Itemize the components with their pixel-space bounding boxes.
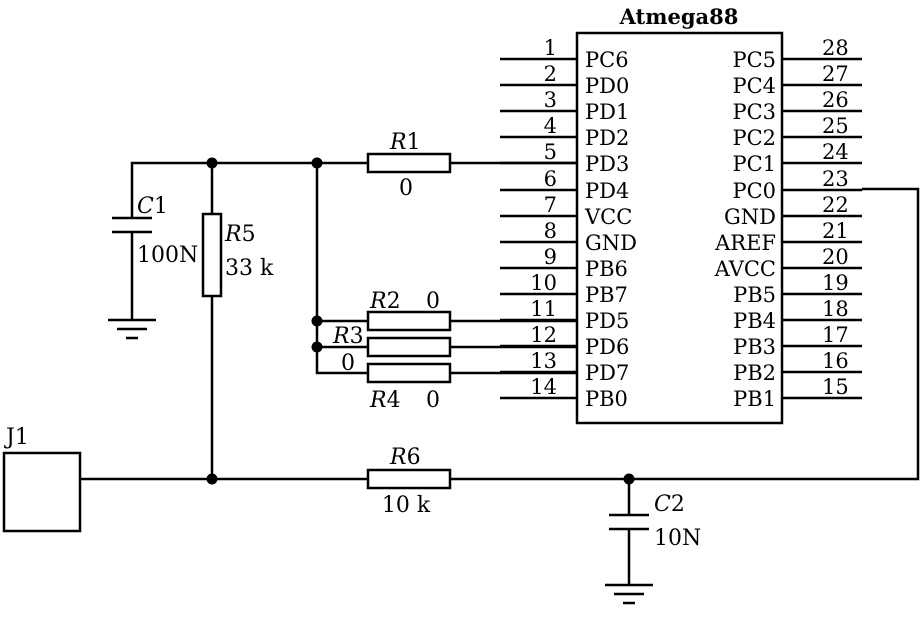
pin-name-1: PC6	[585, 48, 629, 72]
pin-number-28: 28	[822, 36, 849, 60]
pin-number-11: 11	[530, 297, 557, 321]
pin-name-25: PC2	[732, 126, 776, 150]
pin-number-1: 1	[544, 36, 557, 60]
pin-number-21: 21	[822, 219, 849, 243]
pin-number-17: 17	[822, 323, 849, 347]
pin-name-8: GND	[585, 231, 637, 255]
c2-value: 10N	[654, 526, 701, 551]
pin-number-23: 23	[822, 167, 849, 191]
pin-number-16: 16	[822, 349, 849, 373]
r6-value: 10 k	[382, 493, 431, 518]
resistor-r4	[366, 362, 452, 384]
pin-number-27: 27	[822, 62, 849, 86]
pin-name-15: PB1	[733, 387, 776, 411]
pin-name-10: PB7	[585, 283, 628, 307]
pin-name-28: PC5	[732, 48, 776, 72]
r1-value: 0	[399, 176, 413, 201]
pin-name-13: PD7	[585, 361, 629, 385]
pin-number-26: 26	[822, 88, 849, 112]
pin-name-3: PD1	[585, 100, 629, 124]
pin-number-13: 13	[530, 349, 557, 373]
pin-name-6: PD4	[585, 179, 629, 203]
junction-dot-r3	[311, 341, 323, 353]
pin-number-10: 10	[530, 271, 557, 295]
pin-name-14: PB0	[585, 387, 628, 411]
pin-number-18: 18	[822, 297, 849, 321]
chip-body	[575, 31, 784, 425]
pin-number-14: 14	[530, 375, 557, 399]
pin-name-19: PB5	[733, 283, 776, 307]
pin-number-5: 5	[544, 140, 557, 164]
pin-number-15: 15	[822, 375, 849, 399]
wire-bus-r2r3r4	[315, 163, 368, 375]
resistor-r6	[366, 468, 452, 490]
j1-label: J1	[4, 425, 29, 450]
c1-ground-symbol	[108, 318, 156, 340]
c2-ground-symbol	[605, 583, 653, 605]
pin-name-23: PC0	[732, 179, 776, 203]
pin-number-8: 8	[544, 219, 557, 243]
r4-ref: R4	[369, 388, 401, 413]
junction-dot-top-r5	[206, 157, 218, 169]
resistor-r1	[366, 152, 452, 174]
r6-ref: R6	[389, 445, 421, 470]
pin-name-16: PB2	[733, 361, 776, 385]
chip-title: Atmega88	[619, 4, 739, 29]
pin-number-19: 19	[822, 271, 849, 295]
pin-name-27: PC4	[732, 74, 776, 98]
r2-value: 0	[426, 289, 440, 314]
pin-name-17: PB3	[733, 335, 776, 359]
c1-value: 100N	[137, 243, 198, 268]
junction-dot-c2	[623, 473, 635, 485]
resistor-r5	[201, 212, 223, 298]
pin-number-6: 6	[544, 167, 557, 191]
pin-number-12: 12	[530, 323, 557, 347]
pin-name-21: AREF	[714, 231, 776, 255]
pin-name-26: PC3	[732, 100, 776, 124]
r2-ref: R2	[369, 289, 401, 314]
r1-ref: R1	[389, 130, 421, 155]
pin-number-2: 2	[544, 62, 557, 86]
wire-r6-to-pc0	[450, 187, 920, 481]
r5-ref: R5	[224, 222, 256, 247]
junction-dot-bottom-r5	[206, 473, 218, 485]
resistor-r3	[366, 336, 452, 358]
pin-number-9: 9	[544, 245, 557, 269]
pin-name-4: PD2	[585, 126, 629, 150]
pin-name-24: PC1	[732, 152, 776, 176]
pin-name-9: PB6	[585, 257, 628, 281]
pin-name-2: PD0	[585, 74, 629, 98]
r3-ref: R3	[332, 324, 364, 349]
resistor-r2	[366, 310, 452, 332]
c1-ref: C1	[137, 194, 168, 219]
pin-name-20: AVCC	[714, 257, 776, 281]
pin-number-4: 4	[544, 114, 557, 138]
pin-name-5: PD3	[585, 152, 629, 176]
pin-number-20: 20	[822, 245, 849, 269]
pin-number-25: 25	[822, 114, 849, 138]
pin-number-7: 7	[544, 193, 557, 217]
pin-number-3: 3	[544, 88, 557, 112]
wire-top-node	[130, 161, 368, 213]
pin-number-22: 22	[822, 193, 849, 217]
junction-dot-top-bus	[311, 157, 323, 169]
pin-number-24: 24	[822, 140, 849, 164]
r4-value: 0	[426, 388, 440, 413]
connector-j1	[2, 451, 82, 533]
pin-name-11: PD5	[585, 309, 629, 333]
junction-dot-r2	[311, 315, 323, 327]
r3-value: 0	[341, 351, 355, 376]
pin-name-12: PD6	[585, 335, 629, 359]
pin-name-22: GND	[724, 205, 776, 229]
c2-ref: C2	[654, 492, 685, 517]
pin-name-7: VCC	[584, 205, 632, 229]
r5-value: 33 k	[225, 256, 274, 281]
pin-name-18: PB4	[733, 309, 776, 333]
